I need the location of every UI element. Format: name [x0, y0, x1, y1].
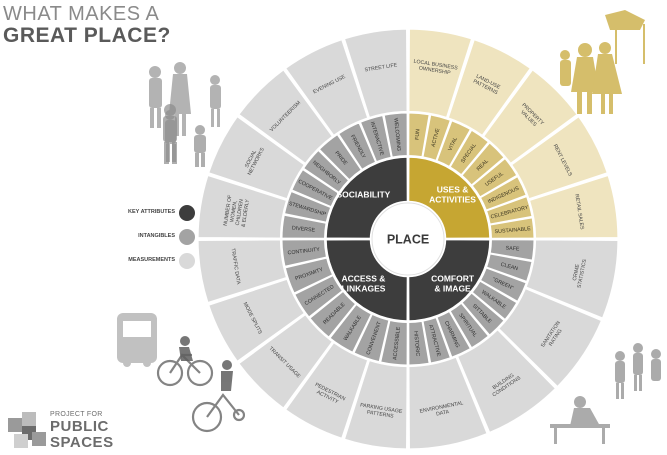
intangible-segment	[408, 112, 430, 158]
measurement-segment	[482, 69, 578, 165]
key-attribute-uses	[407, 156, 491, 240]
measurement-segment	[197, 174, 288, 239]
key-attribute-comfort	[407, 238, 491, 322]
measurement-label: CRIMESTATISTICS	[571, 257, 589, 289]
logo-line-2: PUBLIC	[50, 418, 109, 435]
measurement-label: TRAFFIC DATA	[230, 248, 242, 285]
measurement-label: STREET LIFE	[364, 62, 398, 73]
quadrant-sociability: NUMBER OFWOMEN,CHILDREN& ELDERLYSOCIALNE…	[197, 28, 409, 240]
diagram-title: WHAT MAKES A GREAT PLACE?	[3, 4, 171, 46]
intangible-segment	[479, 176, 527, 211]
intangible-label: CLEAN	[500, 262, 519, 272]
project-for-public-spaces-logo: PROJECT FOR PUBLIC SPACES	[8, 408, 138, 454]
legend-item-key-attributes: KEY ATTRIBUTES	[100, 205, 195, 229]
intangible-segment	[422, 114, 451, 161]
intangible-segment	[449, 302, 490, 349]
measurement-segment	[456, 328, 557, 434]
legend-swatch	[179, 253, 195, 269]
measurement-segment	[525, 239, 619, 319]
intangible-label: WELCOMING	[392, 118, 401, 152]
intangible-segment	[281, 214, 327, 239]
intangible-label: ACCESSIBLE	[392, 326, 402, 360]
intangible-segment	[436, 120, 471, 168]
intangible-segment	[309, 290, 357, 338]
intangible-segment	[436, 310, 471, 358]
legend: KEY ATTRIBUTES INTANGIBLES MEASUREMENTS	[100, 205, 195, 277]
key-attribute-sociability	[325, 156, 409, 240]
legend-label: MEASUREMENTS	[128, 257, 175, 263]
measurement-segment	[447, 38, 532, 137]
intangible-segment	[353, 313, 390, 363]
measurement-segment	[238, 69, 334, 165]
intangible-segment	[337, 122, 377, 170]
intangible-segment	[479, 267, 527, 302]
intangible-segment	[294, 275, 344, 318]
quadrant-access: PARKING USAGEPATTERNSPEDESTRIANACTIVITYT…	[197, 238, 409, 450]
key-attribute-label: COMFORT& IMAGE	[431, 274, 475, 294]
intangible-segment	[486, 196, 533, 225]
intangible-segment	[284, 257, 334, 294]
intangible-segment	[359, 114, 392, 163]
intangible-label: DIVERSE	[292, 225, 316, 233]
intangible-segment	[461, 142, 505, 186]
center-label: PLACE	[387, 233, 429, 247]
key-attribute-label: ACCESS &LINKAGES	[341, 274, 385, 294]
intangible-label: ACTIVE	[431, 127, 442, 147]
people-silhouettes-sitting	[163, 104, 206, 167]
intangible-segment	[471, 157, 518, 198]
intangible-segment	[471, 280, 518, 321]
intangible-segment	[449, 129, 490, 176]
intangible-label: CONTINUITY	[287, 247, 320, 257]
title-line-1: WHAT MAKES A	[3, 3, 160, 25]
legend-swatch	[179, 205, 195, 221]
quadrant-comfort: CRIMESTATISTICSSANITATIONRATINGBUILDINGC…	[407, 238, 619, 450]
intangible-label: SAFE	[505, 245, 520, 252]
bus-and-cyclists-silhouette	[117, 313, 245, 433]
people-silhouettes-bottom-right	[550, 343, 661, 444]
measurement-segment	[284, 341, 369, 440]
logo-line-1: PROJECT FOR	[50, 411, 103, 418]
intangible-segment	[489, 239, 535, 261]
measurement-label: RETAIL SALES	[573, 194, 585, 231]
key-attribute-label: SOCIABILITY	[337, 189, 391, 199]
intangible-segment	[422, 317, 451, 364]
measurement-segment	[207, 278, 306, 363]
intangible-segment	[329, 303, 372, 353]
intangible-label: VITAL	[447, 136, 459, 152]
measurement-label: NUMBER OFWOMEN,CHILDREN& ELDERLY	[223, 195, 252, 229]
pps-logo-mark	[8, 412, 46, 448]
logo-line-3: SPACES	[50, 434, 114, 451]
measurement-segment	[510, 115, 609, 200]
measurement-segment	[238, 313, 334, 409]
intangible-segment	[283, 190, 332, 223]
intangible-segment	[291, 168, 339, 208]
intangible-segment	[318, 134, 362, 181]
center-circle	[371, 202, 445, 276]
key-attribute-access	[325, 238, 409, 322]
measurement-segment	[284, 38, 369, 137]
measurement-segment	[343, 359, 408, 450]
legend-item-intangibles: INTANGIBLES	[100, 229, 195, 253]
intangible-segment	[486, 253, 533, 282]
intangible-label: FUN	[415, 129, 422, 141]
intangible-segment	[461, 292, 505, 336]
intangible-label: SUSTAINABLE	[494, 226, 531, 235]
intangible-segment	[380, 319, 408, 366]
quadrant-uses: LOCAL BUSINESSOWNERSHIPLAND-USEPATTERNSP…	[407, 28, 619, 240]
legend-label: KEY ATTRIBUTES	[128, 209, 175, 215]
intangible-label: HISTORIC	[412, 331, 420, 357]
legend-label: INTANGIBLES	[138, 233, 175, 239]
title-line-2: GREAT PLACE?	[3, 24, 171, 47]
legend-item-measurements: MEASUREMENTS	[100, 253, 195, 277]
measurement-segment	[207, 115, 306, 200]
dancing-couple-silhouette	[560, 10, 645, 114]
key-attribute-label: USES &ACTIVITIES	[429, 184, 476, 204]
intangible-segment	[303, 149, 350, 193]
legend-swatch	[179, 229, 195, 245]
measurement-segment	[408, 28, 473, 119]
measurement-segment	[497, 287, 603, 388]
